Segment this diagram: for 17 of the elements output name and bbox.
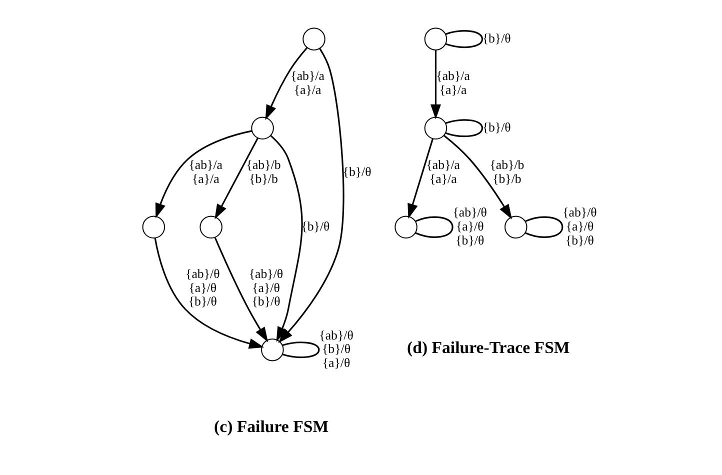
edge-label: {b}/θ [301, 219, 330, 234]
edge-label: {b}/θ [482, 31, 511, 46]
edge-label: {ab}/θ {a}/θ {b}/θ [452, 206, 487, 248]
edge-label: {ab}/θ {b}/θ {a}/θ [319, 328, 354, 370]
edge-label: {ab}/a {a}/a [436, 69, 470, 97]
edge-label: {ab}/θ {a}/θ {b}/θ [562, 206, 597, 248]
edge-label: {b}/θ [342, 165, 372, 180]
edge-label: {ab}/θ {a}/θ {b}/θ [248, 266, 284, 309]
edge-label: {ab}/a {a}/a [188, 158, 222, 186]
label: (c) Failure FSM [214, 417, 329, 436]
edge-label: {ab}/b {b}/b [246, 158, 281, 186]
edge-label: {ab}/a {a}/a [426, 158, 460, 186]
edge-label: {ab}/a {a}/a [290, 69, 324, 97]
edge-label: {b}/θ [482, 120, 511, 135]
edge-label: {ab}/θ {a}/θ {b}/θ [186, 266, 220, 309]
edge-label: {ab}/b {b}/b [490, 158, 524, 186]
label: (d) Failure-Trace FSM [407, 338, 570, 357]
